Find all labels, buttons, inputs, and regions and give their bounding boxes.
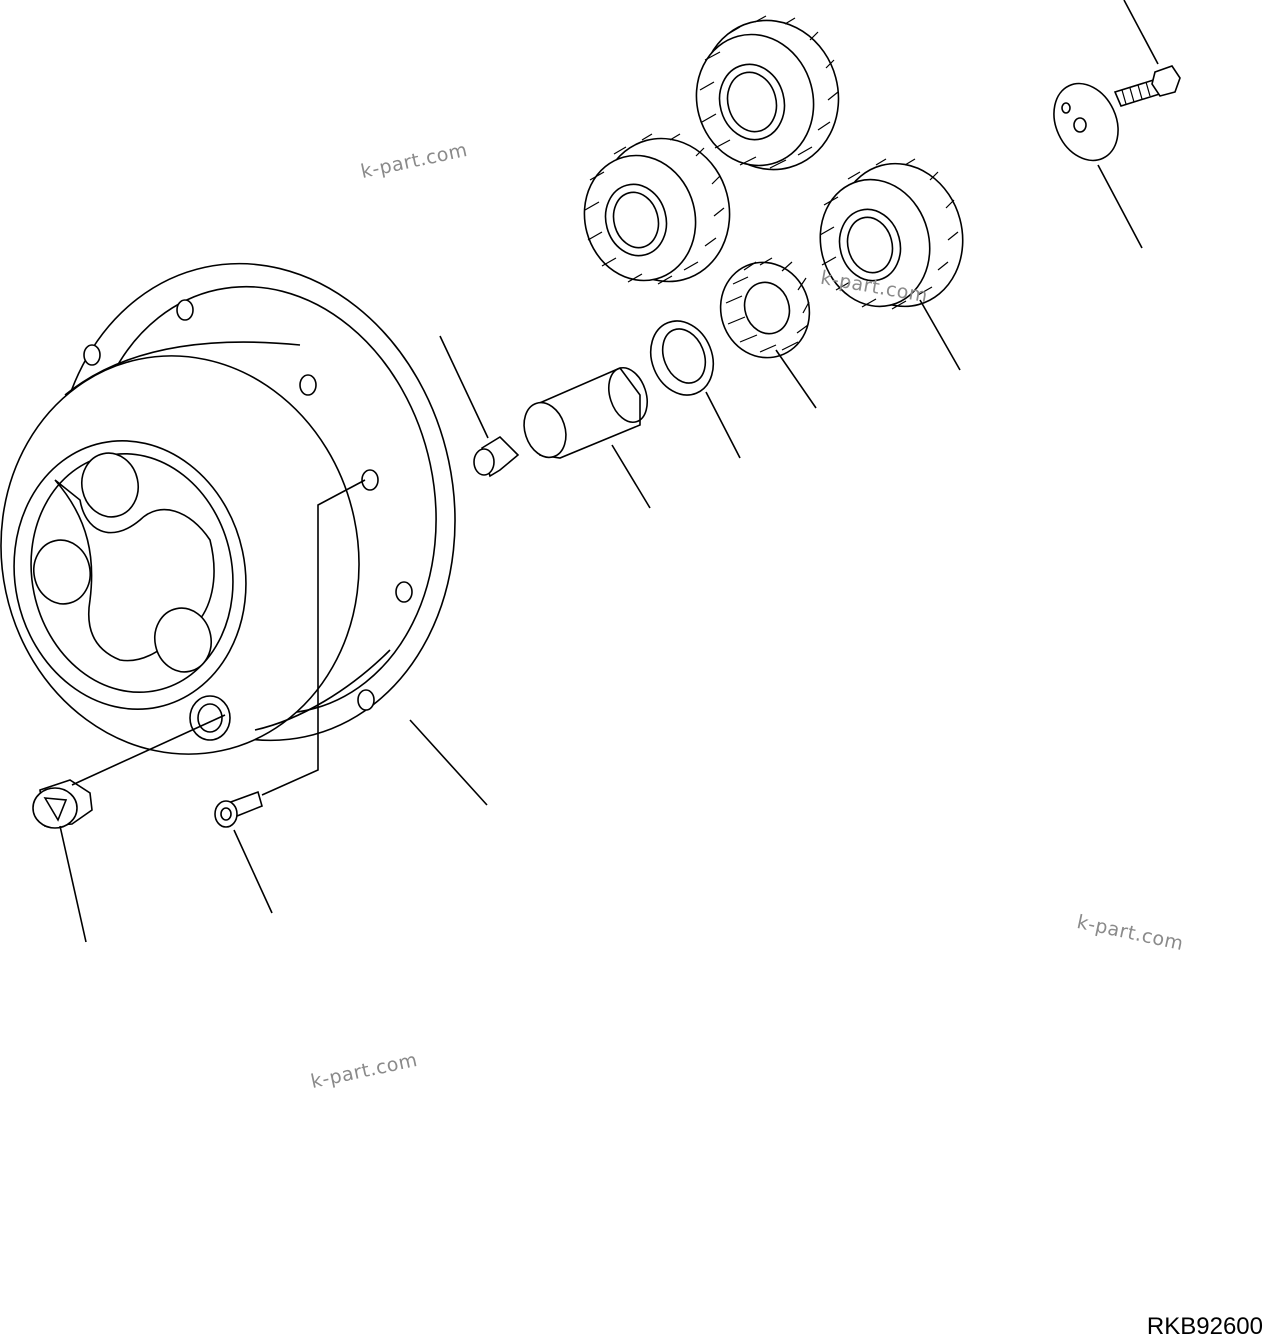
planet-gear-right: [819, 158, 964, 310]
locating-pin: [473, 435, 520, 478]
hex-bolt: [1113, 65, 1181, 107]
planet-gear-left: [583, 133, 731, 285]
needle-roller-bearing: [719, 257, 811, 359]
leader-lines: [59, 0, 1159, 943]
planet-carrier-housing: [0, 262, 456, 755]
drain-plug: [32, 779, 93, 829]
flat-head-screw: [214, 790, 263, 828]
thrust-washer-ring: [649, 320, 715, 396]
drawing-code: RKB92600: [1146, 1313, 1263, 1340]
planet-gear-top: [695, 15, 840, 171]
planet-shaft: [523, 366, 648, 459]
retainer-plate: [1053, 82, 1119, 162]
